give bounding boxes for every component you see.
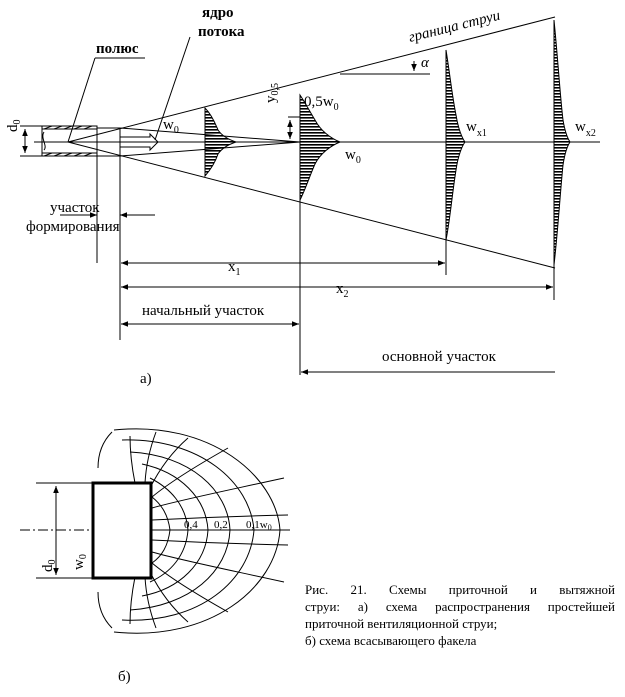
x2-label: x2: [336, 281, 349, 300]
formation-label-2: формирования: [26, 219, 120, 235]
alpha-label: α: [421, 55, 430, 71]
half-w0-label: 0,5w0: [304, 94, 339, 113]
profile-x2: [553, 19, 571, 266]
caption-line-1: Рис. 21. Схемы приточной и вытяжной: [305, 582, 615, 597]
diagram-b-labels: d0 w0 0,4 0,2 0,1w0 б): [40, 519, 272, 685]
isotach-label-2: 0,2: [214, 519, 228, 531]
profile-transition: [299, 93, 342, 201]
initial-section-label: начальный участок: [142, 303, 265, 319]
figure-caption: Рис. 21. Схемы приточной и вытяжной стру…: [305, 581, 615, 649]
formation-label-1: участок: [50, 200, 100, 216]
suction-opening: [91, 481, 153, 580]
panel-a-label: а): [140, 371, 152, 387]
nozzle: [41, 125, 98, 157]
jet-boundary-upper: [67, 16, 556, 143]
caption-line-3: б) схема всасывающего факела: [305, 633, 477, 648]
caption-line-2: струи: а) схема распространения простейш…: [305, 599, 615, 631]
w0-label-b: w0: [71, 554, 89, 570]
d0-label: d0: [5, 120, 23, 133]
profile-core: [204, 106, 238, 178]
wx1-label: wx1: [466, 119, 487, 139]
pole-label: полюс: [96, 41, 139, 57]
isotach-label-3: 0,1w0: [246, 519, 272, 532]
diagram-a: [20, 16, 600, 375]
core-label-1: ядро: [202, 5, 234, 21]
w0-core-label: w0: [163, 117, 179, 136]
panel-b-label: б): [118, 669, 131, 685]
wx2-label: wx2: [575, 119, 596, 139]
jet-boundary-label: граница струи: [407, 8, 502, 46]
diagram-b: [20, 428, 290, 634]
w0-axis-label: w0: [345, 147, 361, 166]
profile-x1: [445, 49, 466, 241]
core-label-2: потока: [198, 24, 245, 40]
stream-lines: [129, 431, 290, 629]
main-section-label: основной участок: [382, 349, 497, 365]
isotach-label-1: 0,4: [184, 519, 198, 531]
x1-label: x1: [228, 259, 241, 278]
d0-label-b: d0: [40, 560, 58, 573]
y-half-label: y0,5: [263, 83, 281, 103]
jet-boundary-lower: [67, 141, 556, 269]
